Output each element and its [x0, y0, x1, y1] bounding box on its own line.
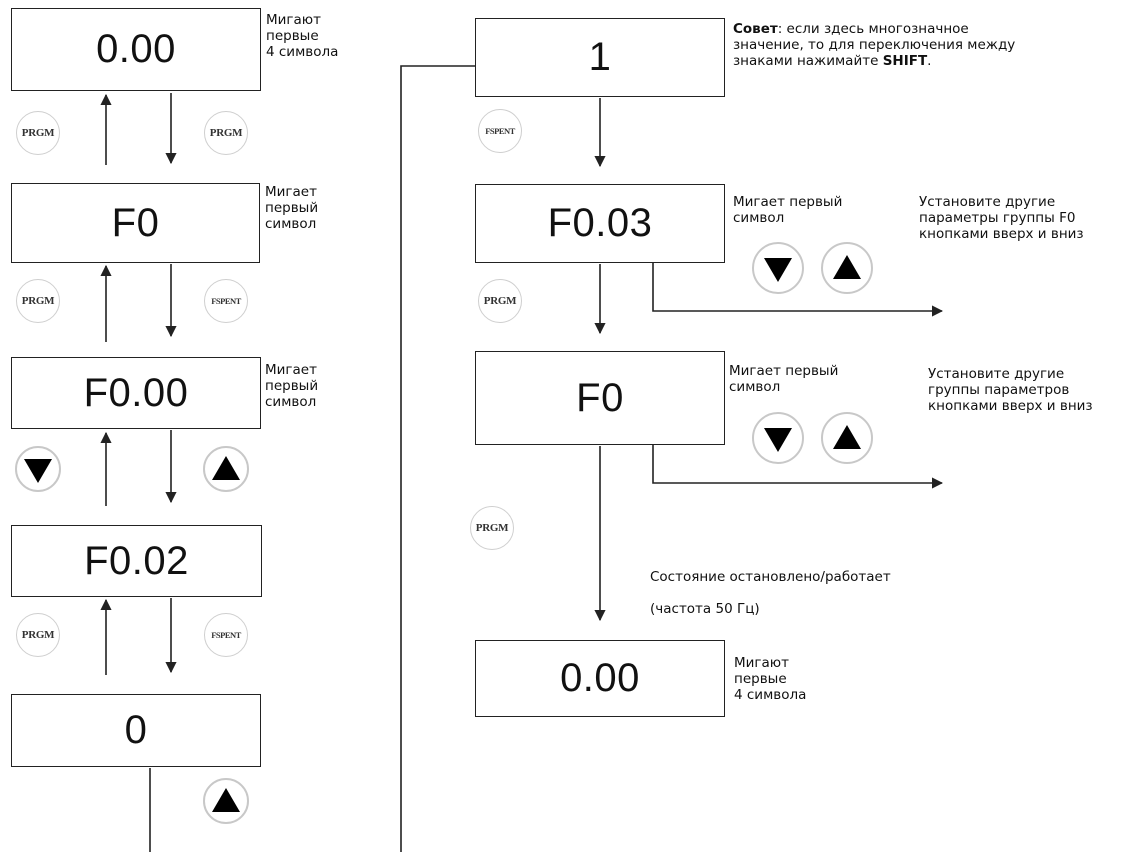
note-set-groups: Установите другие группы параметров кноп…: [928, 366, 1093, 414]
display-value: F0.00: [83, 370, 189, 415]
prgm-button[interactable]: PRGM: [16, 111, 60, 155]
arrow-branch-r3: [652, 431, 944, 489]
down-arrow-button[interactable]: [752, 412, 804, 464]
prgm-button[interactable]: PRGM: [204, 111, 248, 155]
note-frequency: (частота 50 Гц): [650, 601, 760, 617]
triangle-down-icon: [764, 257, 792, 282]
fspent-button[interactable]: FSPENT: [204, 279, 248, 323]
display-box: 0.00: [11, 8, 261, 91]
tip-label: Совет: [733, 21, 778, 37]
note-blink-first-4: Мигают первые 4 символа: [734, 655, 807, 703]
prgm-button[interactable]: PRGM: [470, 506, 514, 550]
display-value: 0.00: [96, 27, 176, 71]
display-box: 0.00: [475, 640, 725, 717]
display-value: 0.00: [560, 656, 640, 700]
triangle-down-icon: [24, 458, 52, 483]
up-arrow-button[interactable]: [203, 446, 249, 492]
triangle-up-icon: [833, 424, 861, 449]
fspent-button[interactable]: FSPENT: [478, 109, 522, 153]
triangle-up-icon: [212, 455, 240, 480]
display-value: F0.03: [547, 201, 653, 245]
prgm-button[interactable]: PRGM: [16, 613, 60, 657]
down-arrow-button[interactable]: [752, 242, 804, 294]
fspent-button[interactable]: FSPENT: [204, 613, 248, 657]
note-set-params-group: Установите другие параметры группы F0 кн…: [919, 194, 1084, 242]
up-arrow-button[interactable]: [821, 242, 873, 294]
note-blink-first-4: Мигают первые 4 символа: [266, 12, 339, 60]
display-box: F0.00: [11, 357, 261, 429]
note-blink-first: Мигает первый символ: [733, 194, 843, 226]
display-box: F0.02: [11, 525, 262, 597]
display-box: 0: [11, 694, 261, 767]
note-state: Состояние остановлено/работает: [650, 569, 891, 585]
display-box: F0: [11, 183, 260, 263]
note-blink-first: Мигает первый символ: [265, 184, 319, 232]
display-value: 1: [588, 35, 612, 79]
triangle-down-icon: [764, 427, 792, 452]
display-box: F0.03: [475, 184, 725, 263]
down-arrow-button[interactable]: [15, 446, 61, 492]
line-long-connector: [400, 65, 475, 852]
up-arrow-button[interactable]: [203, 778, 249, 824]
note-tip: Совет: если здесь многозначное значение,…: [733, 21, 1016, 69]
display-value: F0.02: [84, 538, 189, 583]
display-value: F0: [111, 200, 160, 245]
note-blink-first: Мигает первый символ: [729, 363, 839, 395]
display-box: 1: [475, 18, 725, 97]
prgm-button[interactable]: PRGM: [478, 279, 522, 323]
display-value: F0: [576, 375, 624, 420]
triangle-up-icon: [212, 787, 240, 812]
display-box: F0: [475, 351, 725, 445]
prgm-button[interactable]: PRGM: [16, 279, 60, 323]
note-blink-first: Мигает первый символ: [265, 362, 319, 410]
triangle-up-icon: [833, 254, 861, 279]
up-arrow-button[interactable]: [821, 412, 873, 464]
display-value: 0: [124, 708, 148, 752]
shift-key-label: SHIFT: [882, 53, 928, 69]
arrow-branch-r2: [652, 262, 944, 317]
